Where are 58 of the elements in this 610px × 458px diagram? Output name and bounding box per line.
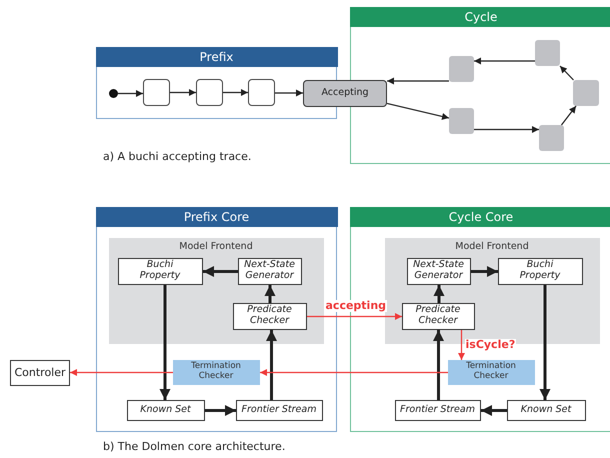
- module-title: Model Frontend: [178, 240, 254, 252]
- component-box: Predicate Checker: [402, 302, 474, 330]
- arrow: [160, 285, 170, 400]
- state-box: [448, 56, 474, 82]
- edge-label: isCycle?: [464, 339, 516, 351]
- arrow: [70, 369, 173, 376]
- component-box: Controler: [10, 360, 70, 386]
- state-box: [196, 78, 222, 106]
- state-box: [572, 80, 598, 106]
- panel-header: Prefix: [96, 46, 338, 66]
- edge-label: accepting: [324, 300, 388, 312]
- arrow: [433, 330, 444, 400]
- arrow: [560, 106, 577, 126]
- arrow: [205, 405, 236, 416]
- arrow: [474, 126, 539, 133]
- component-box: Frontier Stream: [394, 400, 480, 420]
- component-box: Known Set: [506, 400, 586, 420]
- arrow: [481, 405, 507, 416]
- arrow: [474, 58, 535, 64]
- arrow: [560, 66, 574, 80]
- component-box: Termination Checker: [172, 360, 260, 384]
- arrow: [458, 330, 465, 360]
- caption: b) The Dolmen core architecture.: [103, 440, 286, 453]
- component-box: Next-State Generator: [406, 258, 470, 284]
- state-box: [248, 78, 274, 106]
- arrow: [434, 285, 444, 303]
- arrow: [170, 89, 196, 96]
- component-box: Buchi Property: [118, 258, 202, 284]
- state-box: [534, 40, 560, 66]
- arrow: [266, 330, 277, 400]
- state-box: [142, 78, 170, 106]
- arrow: [386, 102, 450, 120]
- arrow: [264, 285, 276, 303]
- component-box: Frontier Stream: [236, 400, 322, 420]
- start-dot: [108, 88, 118, 98]
- component-box: Next-State Generator: [238, 258, 302, 284]
- panel-header: Cycle: [350, 6, 610, 26]
- arrow: [471, 266, 498, 277]
- state-box: Accepting: [303, 80, 387, 107]
- arrow: [223, 89, 248, 96]
- panel-header: Cycle Core: [350, 206, 610, 226]
- component-box: Buchi Property: [498, 258, 582, 284]
- arrow: [540, 285, 550, 400]
- panel-header: Prefix Core: [96, 206, 338, 226]
- arrow: [118, 90, 143, 97]
- arrow: [275, 90, 303, 96]
- module-title: Model Frontend: [454, 240, 530, 252]
- component-box: Termination Checker: [448, 360, 534, 384]
- arrow: [203, 266, 238, 277]
- state-box: [538, 124, 564, 150]
- component-box: Predicate Checker: [232, 302, 306, 330]
- arrow: [260, 369, 448, 376]
- module-box: [108, 238, 324, 344]
- arrow: [387, 78, 449, 84]
- arrow: [307, 313, 402, 320]
- caption: a) A buchi accepting trace.: [103, 150, 252, 163]
- state-box: [448, 108, 474, 134]
- component-box: Known Set: [126, 400, 204, 420]
